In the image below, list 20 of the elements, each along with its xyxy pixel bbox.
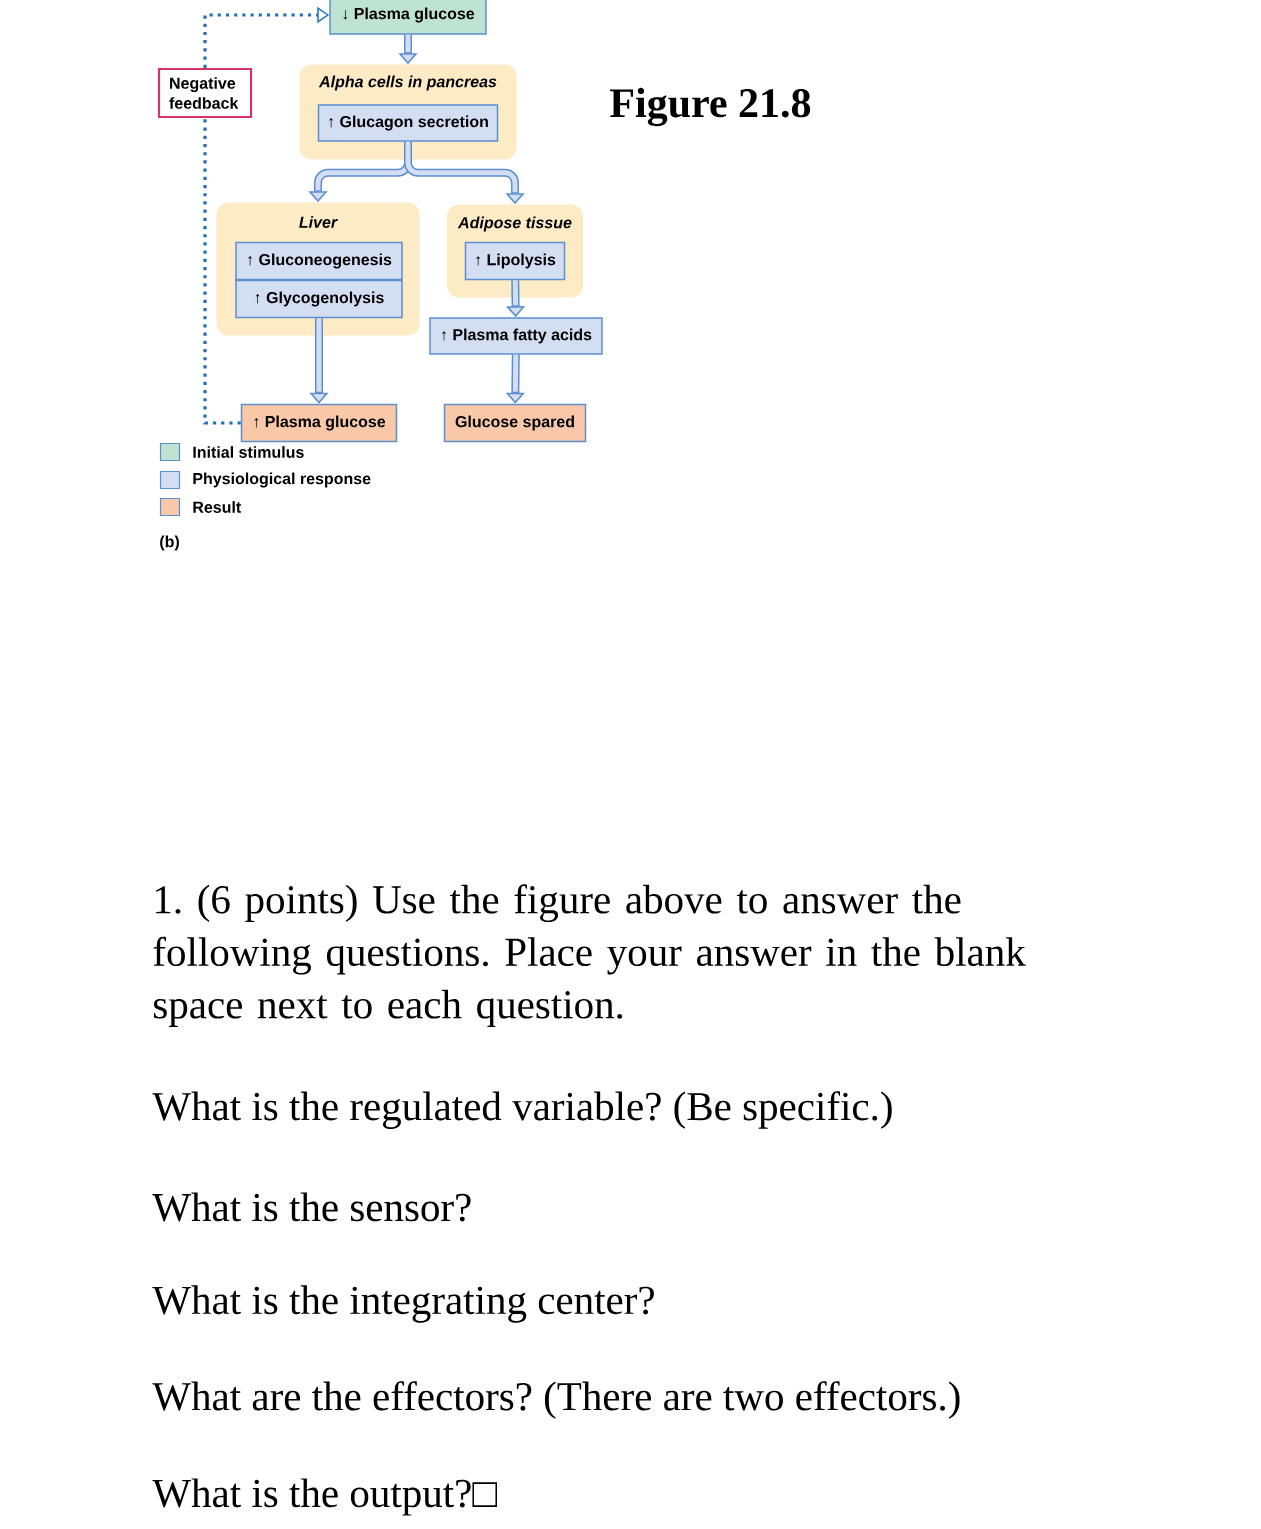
process-box: ↓ Plasma glucose [329,0,487,35]
process-box: ↑ Gluconeogenesis [235,241,403,281]
process-box: ↑ Plasma glucose [240,403,398,443]
panel-letter: (b) [160,535,179,551]
process-box: Glucose spared [443,403,587,443]
question-text: What is the regulated variable? (Be specific.) [152,1091,892,1129]
question-text: What is the sensor? [152,1192,471,1222]
question-text: 1. (6 points) Use the figure above to answer the following questions. Place your answer in the blank space next to each question. [153,884,1026,1027]
figure-title: Figure 21.8 [610,87,811,127]
question-text: What are the effectors? (There are two effectors.) [152,1381,960,1419]
process-box: ↑ Glucagon secretion [317,104,499,142]
process-box: ↑ Lipolysis [464,241,566,281]
connector-line [203,118,241,425]
process-box: ↑ Glycogenolysis [235,279,403,319]
legend-label: Result [193,501,242,513]
question-text: What is the integrating center? [152,1285,654,1323]
legend-label: Initial stimulus [193,446,304,458]
question-text: What is the output?□ [152,1478,497,1516]
legend-label: Physiological response [193,472,371,488]
feedback-box: Negative feedback [157,67,253,119]
